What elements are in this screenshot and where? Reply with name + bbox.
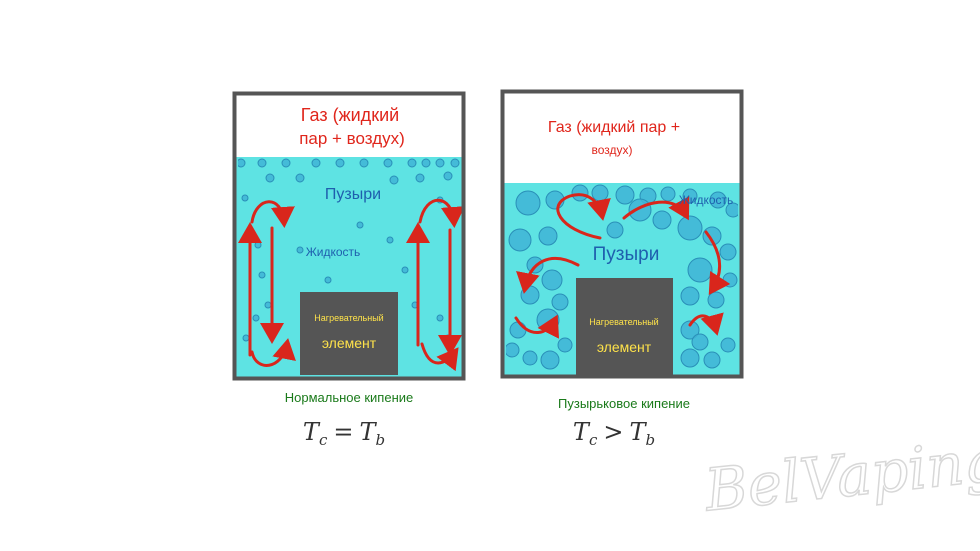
bubble bbox=[356, 221, 364, 229]
bubble bbox=[571, 184, 589, 202]
liquid-label: Жидкость bbox=[306, 245, 361, 259]
bubble bbox=[311, 158, 321, 168]
heater-element bbox=[576, 278, 673, 375]
bubble bbox=[680, 320, 700, 340]
gas-label-line1: Газ (жидкий bbox=[301, 105, 399, 125]
circulation-arrows bbox=[238, 198, 465, 372]
container-frame bbox=[500, 89, 744, 379]
arrow-top-loop-right bbox=[622, 196, 690, 221]
caption: Пузырьковое кипение bbox=[558, 396, 690, 411]
bubble bbox=[509, 321, 527, 339]
bubble bbox=[707, 291, 725, 309]
bubble bbox=[335, 158, 345, 168]
bubble bbox=[242, 334, 250, 342]
bubble bbox=[720, 337, 736, 353]
arrow-top-loop-left bbox=[556, 193, 611, 240]
gas-label-line2: пар + воздух) bbox=[299, 129, 405, 148]
bubble bbox=[443, 171, 453, 181]
bubble bbox=[709, 191, 727, 209]
bubble bbox=[691, 333, 709, 351]
container-frame bbox=[232, 91, 466, 381]
bubble bbox=[383, 158, 393, 168]
gas-region bbox=[236, 95, 462, 157]
bubble bbox=[538, 226, 558, 246]
bubble bbox=[522, 350, 538, 366]
arrow-curve-top-right bbox=[418, 198, 465, 228]
bubble bbox=[401, 266, 409, 274]
bubbles-group bbox=[238, 158, 460, 342]
bubble bbox=[557, 337, 573, 353]
bubble bbox=[541, 269, 563, 291]
caption: Нормальное кипение bbox=[285, 390, 414, 405]
bubble bbox=[257, 158, 267, 168]
bubble bbox=[515, 190, 541, 216]
bubble bbox=[281, 158, 291, 168]
bubble bbox=[238, 158, 246, 168]
bubble bbox=[508, 228, 532, 252]
bubble bbox=[258, 271, 266, 279]
arrow-left-loop bbox=[516, 256, 580, 294]
gas-label-line2: воздух) bbox=[591, 143, 632, 157]
bubble bbox=[680, 286, 700, 306]
heater-label-line1: Нагревательный bbox=[589, 317, 658, 327]
bubble bbox=[677, 215, 703, 241]
bubble bbox=[389, 175, 399, 185]
bubble bbox=[660, 186, 676, 202]
gas-label-line1: Газ (жидкий пар + bbox=[548, 119, 680, 136]
bubbles-label: Пузыри bbox=[593, 244, 660, 265]
bubble bbox=[680, 348, 700, 368]
arrow-right-down bbox=[704, 230, 731, 296]
bubble bbox=[591, 184, 609, 202]
heater-element bbox=[300, 292, 398, 375]
arrow-bottom-right bbox=[688, 312, 724, 336]
bubble bbox=[265, 173, 275, 183]
arrow-bottom-left bbox=[514, 314, 560, 339]
bubble bbox=[719, 243, 737, 261]
gas-region bbox=[504, 93, 740, 183]
bubble bbox=[386, 236, 394, 244]
bubble bbox=[324, 276, 332, 284]
bubble bbox=[421, 158, 431, 168]
arrow-curve-bottom-right bbox=[420, 342, 459, 372]
formula: Tc>Tb bbox=[573, 418, 655, 449]
bubble bbox=[359, 158, 369, 168]
liquid-label: Жидкость bbox=[679, 193, 734, 207]
normal-boiling-panel: Нагревательный элемент Газ (жидкий пар +… bbox=[232, 91, 466, 449]
bubble bbox=[615, 185, 635, 205]
bubble bbox=[450, 158, 460, 168]
bubble bbox=[252, 314, 260, 322]
heater-label-line2: элемент bbox=[597, 339, 652, 355]
arrow-curve-top-left bbox=[250, 200, 295, 228]
watermark-logo: BelVaping bbox=[701, 426, 980, 525]
bubble bbox=[295, 173, 305, 183]
formula: Tc=Tb bbox=[303, 418, 385, 449]
bubble bbox=[687, 257, 713, 283]
arrow-curve-bottom-left bbox=[250, 338, 296, 367]
bubble bbox=[703, 351, 721, 369]
bubble bbox=[254, 241, 262, 249]
bubble bbox=[241, 194, 249, 202]
bubble bbox=[415, 173, 425, 183]
bubble bbox=[436, 314, 444, 322]
bubble bbox=[506, 342, 520, 358]
bubble bbox=[435, 158, 445, 168]
bubble bbox=[540, 350, 560, 370]
bubble bbox=[264, 301, 272, 309]
bubble bbox=[551, 293, 569, 311]
bubble bbox=[296, 246, 304, 254]
bubble bbox=[606, 221, 624, 239]
nucleate-boiling-panel: Нагревательный элемент Газ (жидкий пар +… bbox=[500, 89, 744, 449]
bubbles-label: Пузыри bbox=[325, 186, 381, 203]
circulation-arrows bbox=[514, 193, 731, 339]
bubble bbox=[407, 158, 417, 168]
bubble bbox=[722, 272, 738, 288]
bubble bbox=[725, 202, 738, 218]
heater-label-line2: элемент bbox=[322, 335, 377, 351]
heater-label-line1: Нагревательный bbox=[314, 313, 383, 323]
bubble bbox=[652, 210, 672, 230]
